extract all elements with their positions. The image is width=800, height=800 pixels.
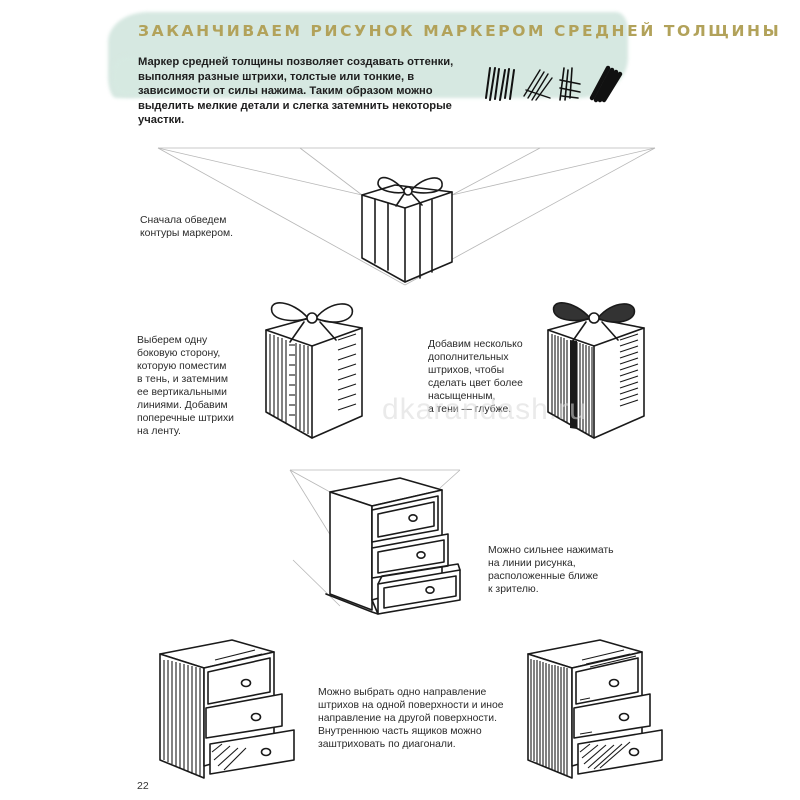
heading-brush-blot <box>112 56 148 96</box>
caption-step5: Можно выбрать одно направление штрихов н… <box>318 687 504 750</box>
watermark: dkarandash.ru <box>382 393 587 426</box>
caption-step1: Сначала обведем контуры маркером. <box>140 215 233 239</box>
caption-step2: Выберем одну боковую сторону, которую по… <box>137 335 234 437</box>
caption-step4: Можно сильнее нажимать на линии рисунка,… <box>488 545 614 595</box>
intro-text: Маркер средней толщины позволяет создава… <box>138 56 454 127</box>
page-heading: ЗАКАНЧИВАЕМ РИСУНОК МАРКЕРОМ СРЕДНЕЙ ТОЛ… <box>138 22 782 40</box>
caption-step3: Добавим несколько дополнительных штрихов… <box>428 339 523 415</box>
marker-stroke-samples <box>485 65 623 103</box>
page-number: 22 <box>137 780 149 792</box>
